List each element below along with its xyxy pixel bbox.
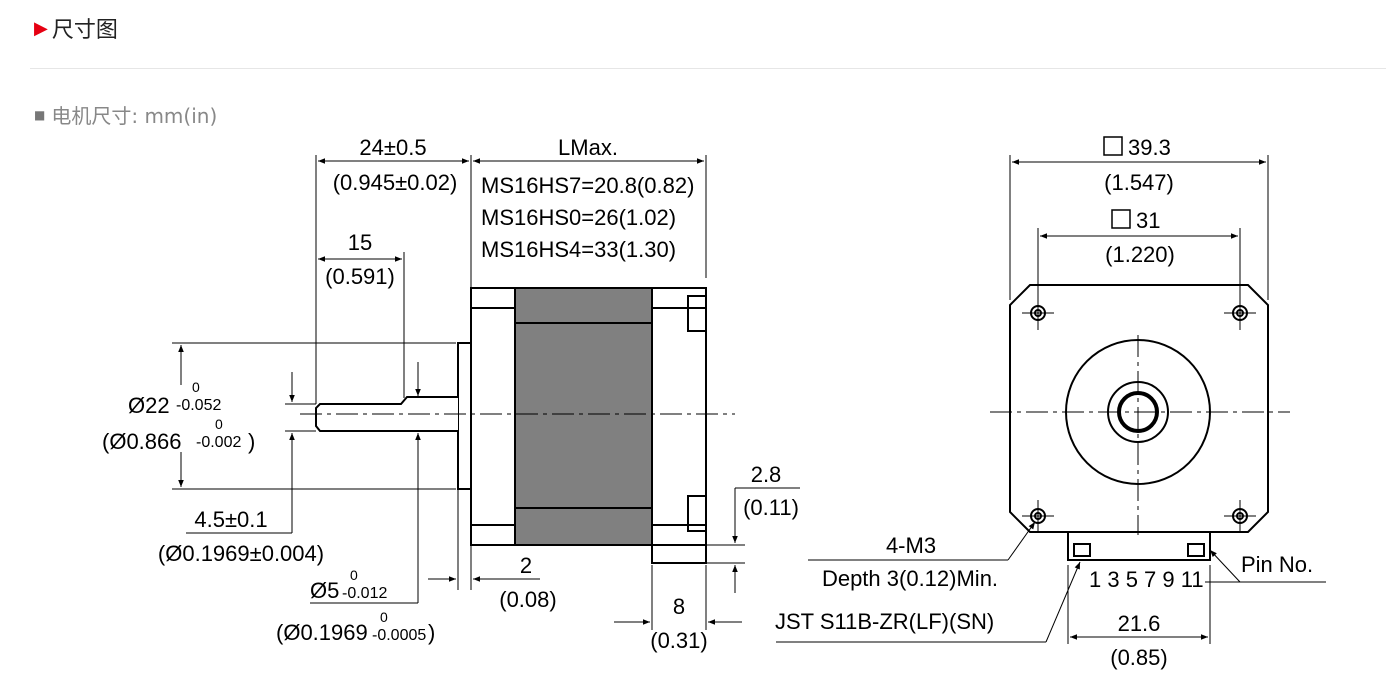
triangle-bullet-icon: ▶ (34, 17, 48, 39)
boss-dia-in-upper-tol: 0 (215, 416, 223, 432)
boss-dia-in-close: ) (248, 429, 255, 454)
boss-dia-label: Ø22 (128, 393, 170, 418)
mount-depth-label: Depth 3(0.12)Min. (822, 566, 998, 591)
connector-latch-right (1187, 543, 1205, 557)
subheading: ■ 电机尺寸: mm(in) (34, 100, 217, 129)
flat-length-in-label: (0.591) (325, 264, 395, 289)
hole-spacing-in-label: (1.220) (1105, 242, 1175, 267)
model-line-2: MS16HS0=26(1.02) (481, 205, 676, 230)
conn-width-label: 8 (673, 594, 685, 619)
shaft-dia-in-label: (Ø0.1969 (276, 620, 368, 645)
shaft-dia-in-upper-tol: 0 (380, 609, 388, 625)
shaft-length-in-label: (0.945±0.02) (333, 170, 458, 195)
flat-depth-label: 4.5±0.1 (194, 507, 267, 532)
square-bullet-icon: ■ (34, 107, 46, 122)
boss-dia-in-label: (Ø0.866 (102, 429, 182, 454)
hole-spacing-label: 31 (1136, 208, 1160, 233)
front-flange (470, 287, 516, 546)
boss-dia-lower-tol: -0.052 (176, 397, 221, 414)
subheading-label: 电机尺寸: mm(in) (51, 104, 218, 128)
square-symbol-icon (1103, 136, 1123, 156)
conn-offset-label: 2.8 (751, 462, 782, 487)
body-size-label: 39.3 (1128, 135, 1171, 160)
side-view (300, 287, 735, 564)
shaft-dia-lower-tol: -0.012 (342, 585, 387, 602)
front-dimension-lines (776, 155, 1326, 644)
body-size-in-label: (1.547) (1104, 170, 1174, 195)
rear-notch-bottom (687, 495, 707, 532)
section-header: ▶ 尺寸图 (34, 10, 118, 46)
conn-length-in-label: (0.85) (1110, 645, 1167, 670)
mount-holes-label: 4-M3 (886, 533, 936, 558)
front-connector (1067, 531, 1211, 561)
front-body-outline (1009, 284, 1269, 533)
connector-model-label: JST S11B-ZR(LF)(SN) (775, 609, 994, 634)
front-view (990, 284, 1290, 561)
pin-no-label: Pin No. (1241, 552, 1313, 577)
shaft-dia-in-close: ) (428, 620, 435, 645)
section-title: 尺寸图 (51, 18, 118, 43)
model-line-1: MS16HS7=20.8(0.82) (481, 173, 694, 198)
model-line-3: MS16HS4=33(1.30) (481, 237, 676, 262)
conn-offset-in-label: (0.11) (743, 495, 799, 520)
flat-length-label: 15 (348, 230, 372, 255)
boss-dia-upper-tol: 0 (192, 379, 200, 395)
divider (30, 68, 1386, 69)
boss-height-in-label: (0.08) (499, 587, 556, 612)
flat-depth-in-label: (Ø0.1969±0.004) (158, 541, 324, 566)
shaft-dia-upper-tol: 0 (350, 567, 358, 583)
side-dimension-lines (172, 155, 800, 630)
stator-body (514, 287, 653, 546)
side-connector (651, 544, 707, 564)
conn-width-in-label: (0.31) (650, 628, 707, 653)
shaft-length-label: 24±0.5 (359, 135, 426, 160)
boss-dia-in-lower-tol: -0.002 (196, 434, 241, 451)
rear-cap (651, 287, 707, 546)
connector-latch-left (1073, 543, 1091, 557)
conn-length-label: 21.6 (1118, 611, 1161, 636)
rear-notch-top (687, 295, 707, 332)
pilot-boss (457, 342, 472, 490)
square-symbol-icon (1111, 209, 1131, 229)
pin-numbers: 1 3 5 7 9 11 (1089, 567, 1204, 592)
boss-height-label: 2 (520, 553, 532, 578)
shaft-dia-in-lower-tol: -0.0005 (372, 627, 426, 644)
shaft-dia-label: Ø5 (310, 578, 339, 603)
l-max-label: LMax. (558, 135, 618, 160)
